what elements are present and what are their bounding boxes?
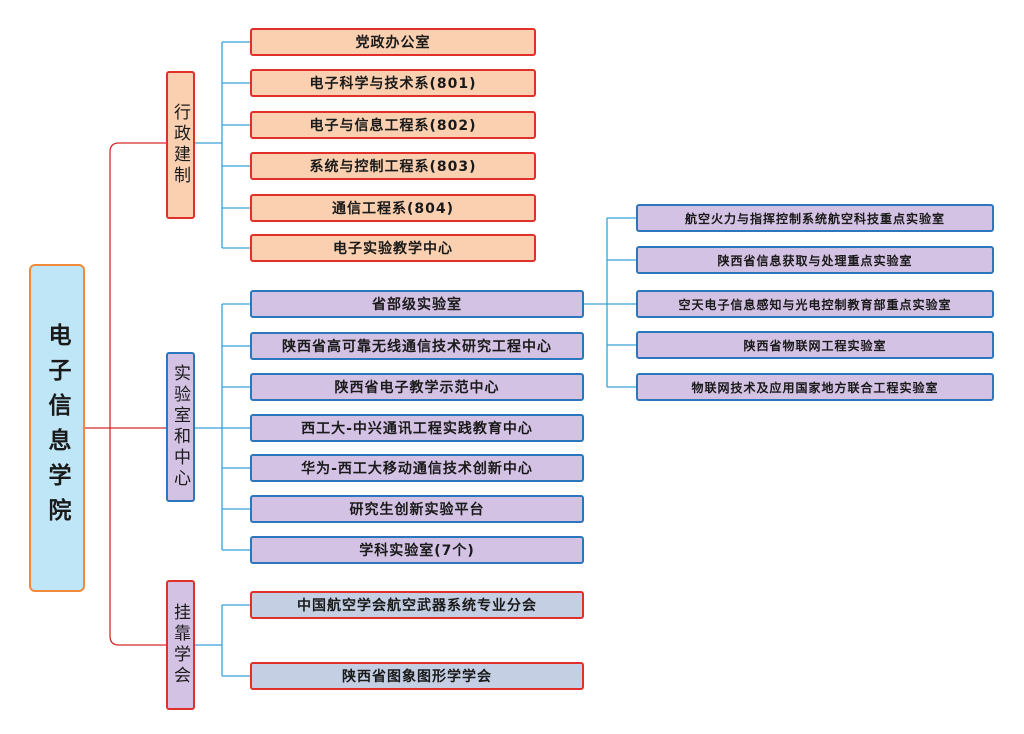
labs-node: 实验室和中心 [166,352,195,502]
admin-item: 电子与信息工程系(802) [250,111,536,139]
labs-item: 学科实验室(7个) [250,536,584,564]
societies-node: 挂靠学会 [166,580,195,710]
society-item: 陕西省图象图形学学会 [250,662,584,690]
admin-item: 党政办公室 [250,28,536,56]
labs-item: 华为-西工大移动通信技术创新中心 [250,454,584,482]
admin-item: 电子科学与技术系(801) [250,69,536,97]
provincial-lab-item: 陕西省物联网工程实验室 [636,331,994,359]
labs-item: 陕西省高可靠无线通信技术研究工程中心 [250,332,584,360]
labs-item: 研究生创新实验平台 [250,495,584,523]
labs-item: 省部级实验室 [250,290,584,318]
provincial-lab-item: 空天电子信息感知与光电控制教育部重点实验室 [636,290,994,318]
admin-item: 系统与控制工程系(803) [250,152,536,180]
provincial-lab-item: 物联网技术及应用国家地方联合工程实验室 [636,373,994,401]
labs-item: 西工大-中兴通讯工程实践教育中心 [250,414,584,442]
society-item: 中国航空学会航空武器系统专业分会 [250,591,584,619]
admin-item: 通信工程系(804) [250,194,536,222]
admin-node: 行政建制 [166,71,195,219]
provincial-lab-item: 陕西省信息获取与处理重点实验室 [636,246,994,274]
admin-item: 电子实验教学中心 [250,234,536,262]
root-node: 电子信息学院 [29,264,85,592]
provincial-lab-item: 航空火力与指挥控制系统航空科技重点实验室 [636,204,994,232]
labs-item: 陕西省电子教学示范中心 [250,373,584,401]
